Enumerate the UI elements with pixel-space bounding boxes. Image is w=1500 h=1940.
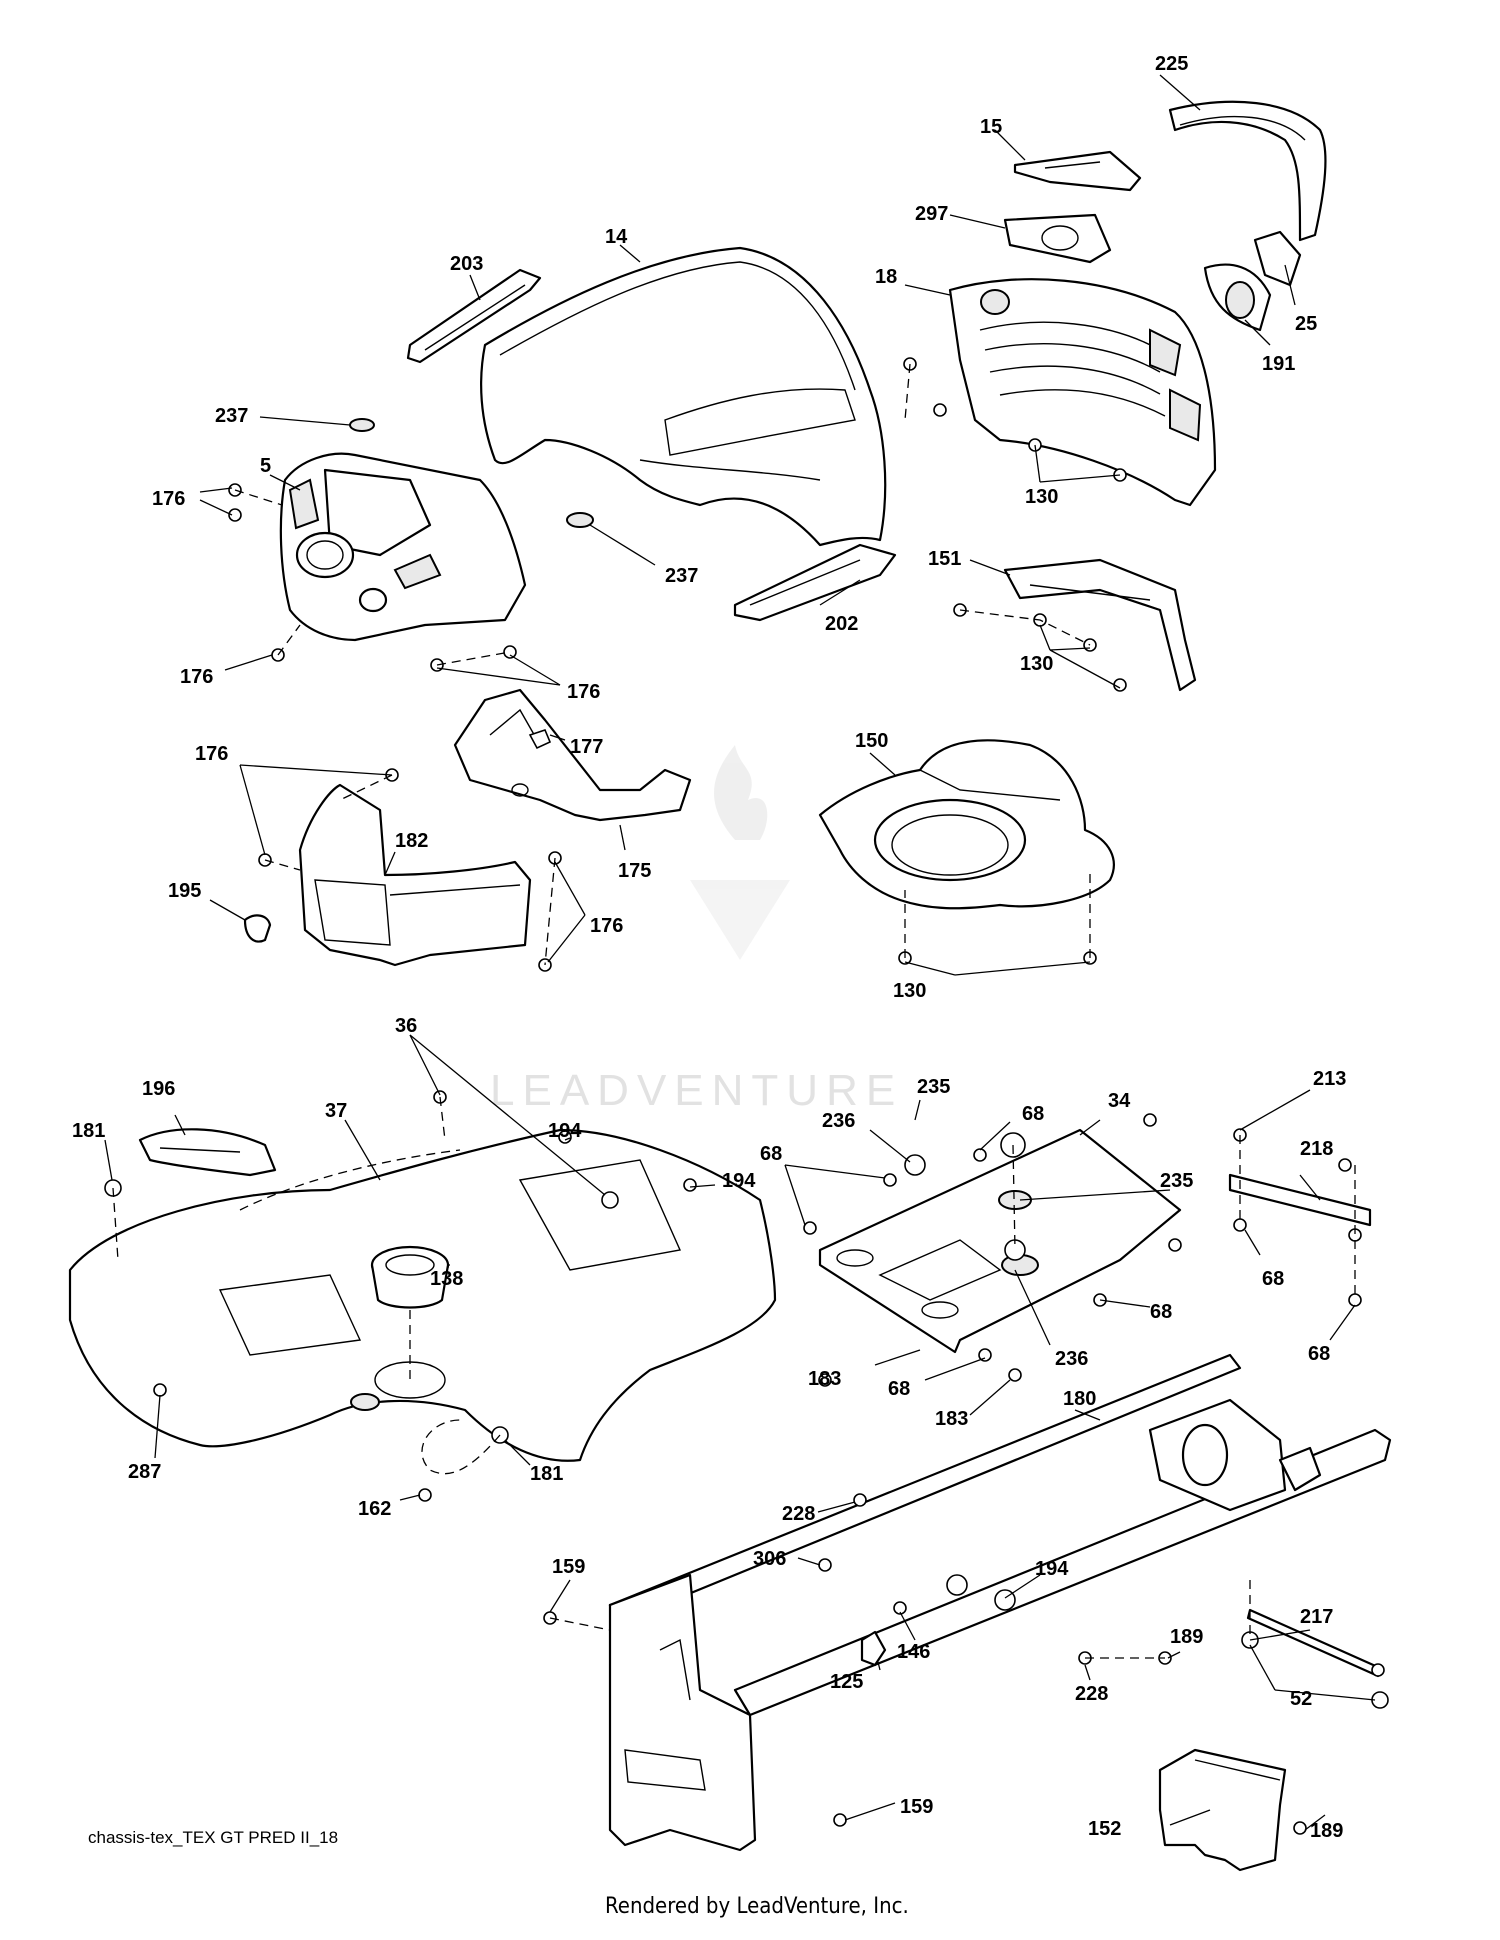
- part-196-cover: [138, 1128, 277, 1177]
- callout-297: 297: [915, 203, 948, 225]
- callout-180: 180: [1063, 1388, 1096, 1410]
- part-18-grille: [948, 278, 1217, 507]
- callout-175: 175: [618, 860, 651, 882]
- callout-159-bottom: 159: [900, 1796, 933, 1818]
- callout-138: 138: [430, 1268, 463, 1290]
- callout-176-c: 176: [567, 681, 600, 703]
- callout-237-top: 237: [215, 405, 248, 427]
- callout-194-a: 194: [548, 1120, 582, 1142]
- part-195-plug: [243, 914, 272, 943]
- part-14-hood: [480, 246, 887, 547]
- callout-130-a: 130: [1025, 486, 1058, 508]
- part-237-decal-bottom: [566, 512, 594, 528]
- callout-183-b: 183: [935, 1408, 968, 1430]
- part-203-trim: [406, 268, 542, 364]
- callout-130-b: 130: [1020, 653, 1053, 675]
- callout-196: 196: [142, 1078, 175, 1100]
- callout-237-bottom: 237: [665, 565, 698, 587]
- callout-176-e: 176: [590, 915, 623, 937]
- part-151-bracket: [1003, 558, 1197, 692]
- callout-150: 150: [855, 730, 888, 752]
- callout-68-e: 68: [1308, 1343, 1330, 1365]
- callout-228-bottom: 228: [1075, 1683, 1108, 1705]
- callout-182: 182: [395, 830, 428, 852]
- callout-177: 177: [570, 736, 603, 758]
- part-25-bracket: [1253, 230, 1302, 287]
- callout-14: 14: [605, 226, 628, 248]
- callout-152: 152: [1088, 1818, 1121, 1840]
- callout-287: 287: [128, 1461, 161, 1483]
- callout-228-top: 228: [782, 1503, 815, 1525]
- part-125-clip: [860, 1630, 887, 1667]
- callout-162: 162: [358, 1498, 391, 1520]
- callout-189-bottom: 189: [1310, 1820, 1343, 1842]
- part-225-trim: [1168, 100, 1327, 242]
- callout-34: 34: [1108, 1090, 1131, 1112]
- part-152-bracket: [1158, 1748, 1287, 1872]
- callout-125: 125: [830, 1671, 863, 1693]
- part-34-plate: [818, 1128, 1182, 1354]
- callout-194-c: 194: [1035, 1558, 1069, 1580]
- part-237-decal-top: [349, 418, 375, 432]
- part-138-boot: [370, 1245, 450, 1309]
- watermark-logo: [690, 745, 790, 960]
- callout-191: 191: [1262, 353, 1295, 375]
- callout-195: 195: [168, 880, 201, 902]
- hardware: [104, 357, 1389, 1835]
- part-15-panel: [1013, 150, 1142, 192]
- part-218-bracket: [1228, 1173, 1372, 1227]
- part-5-dash-panel: [279, 452, 527, 642]
- part-191-light: [1203, 263, 1272, 332]
- callout-159-top: 159: [552, 1556, 585, 1578]
- callout-labels: 225 15 297 14 203 18 25 191 237 5 176 13…: [72, 53, 1346, 1842]
- diagram-caption: chassis-tex_TEX GT PRED II_18: [88, 1828, 338, 1847]
- callout-130-c: 130: [893, 980, 926, 1002]
- callout-213: 213: [1313, 1068, 1346, 1090]
- callout-203: 203: [450, 253, 483, 275]
- callout-18: 18: [875, 266, 897, 288]
- watermark-text: LEADVENTURE: [490, 1066, 903, 1115]
- part-182-lower-dash: [298, 783, 532, 967]
- callout-181-bottom: 181: [530, 1463, 563, 1485]
- callout-194-b: 194: [722, 1170, 756, 1192]
- callout-176-b: 176: [180, 666, 213, 688]
- footer-credit: Rendered by LeadVenture, Inc.: [605, 1894, 909, 1919]
- callout-176-a: 176: [152, 488, 185, 510]
- part-150-housing: [818, 739, 1115, 910]
- callout-68-b: 68: [760, 1143, 782, 1165]
- callout-183-a: 183: [808, 1368, 841, 1390]
- callout-236-top: 236: [822, 1110, 855, 1132]
- leader-lines: [104, 74, 1376, 1831]
- callout-235-bottom: 235: [1160, 1170, 1193, 1192]
- callout-5: 5: [260, 455, 271, 477]
- callout-218: 218: [1300, 1138, 1333, 1160]
- callout-68-f: 68: [888, 1378, 910, 1400]
- callout-25: 25: [1295, 313, 1317, 335]
- callout-68-d: 68: [1150, 1301, 1172, 1323]
- part-177-clip: [528, 729, 552, 750]
- callout-68-c: 68: [1262, 1268, 1284, 1290]
- callout-189-top: 189: [1170, 1626, 1203, 1648]
- callout-235-top: 235: [917, 1076, 950, 1098]
- part-202-trim: [733, 543, 897, 622]
- callout-68-a: 68: [1022, 1103, 1044, 1125]
- callout-52: 52: [1290, 1688, 1312, 1710]
- callout-225: 225: [1155, 53, 1188, 75]
- callout-36: 36: [395, 1015, 417, 1037]
- callout-151: 151: [928, 548, 961, 570]
- callout-202: 202: [825, 613, 858, 635]
- callout-176-d: 176: [195, 743, 228, 765]
- callout-37: 37: [325, 1100, 347, 1122]
- part-180-frame: [608, 1353, 1392, 1852]
- callout-146: 146: [897, 1641, 930, 1663]
- callout-15: 15: [980, 116, 1002, 138]
- callout-306: 306: [753, 1548, 786, 1570]
- callout-181-top: 181: [72, 1120, 105, 1142]
- part-297-emblem: [1003, 213, 1112, 264]
- callout-217: 217: [1300, 1606, 1333, 1628]
- callout-236-bottom: 236: [1055, 1348, 1088, 1370]
